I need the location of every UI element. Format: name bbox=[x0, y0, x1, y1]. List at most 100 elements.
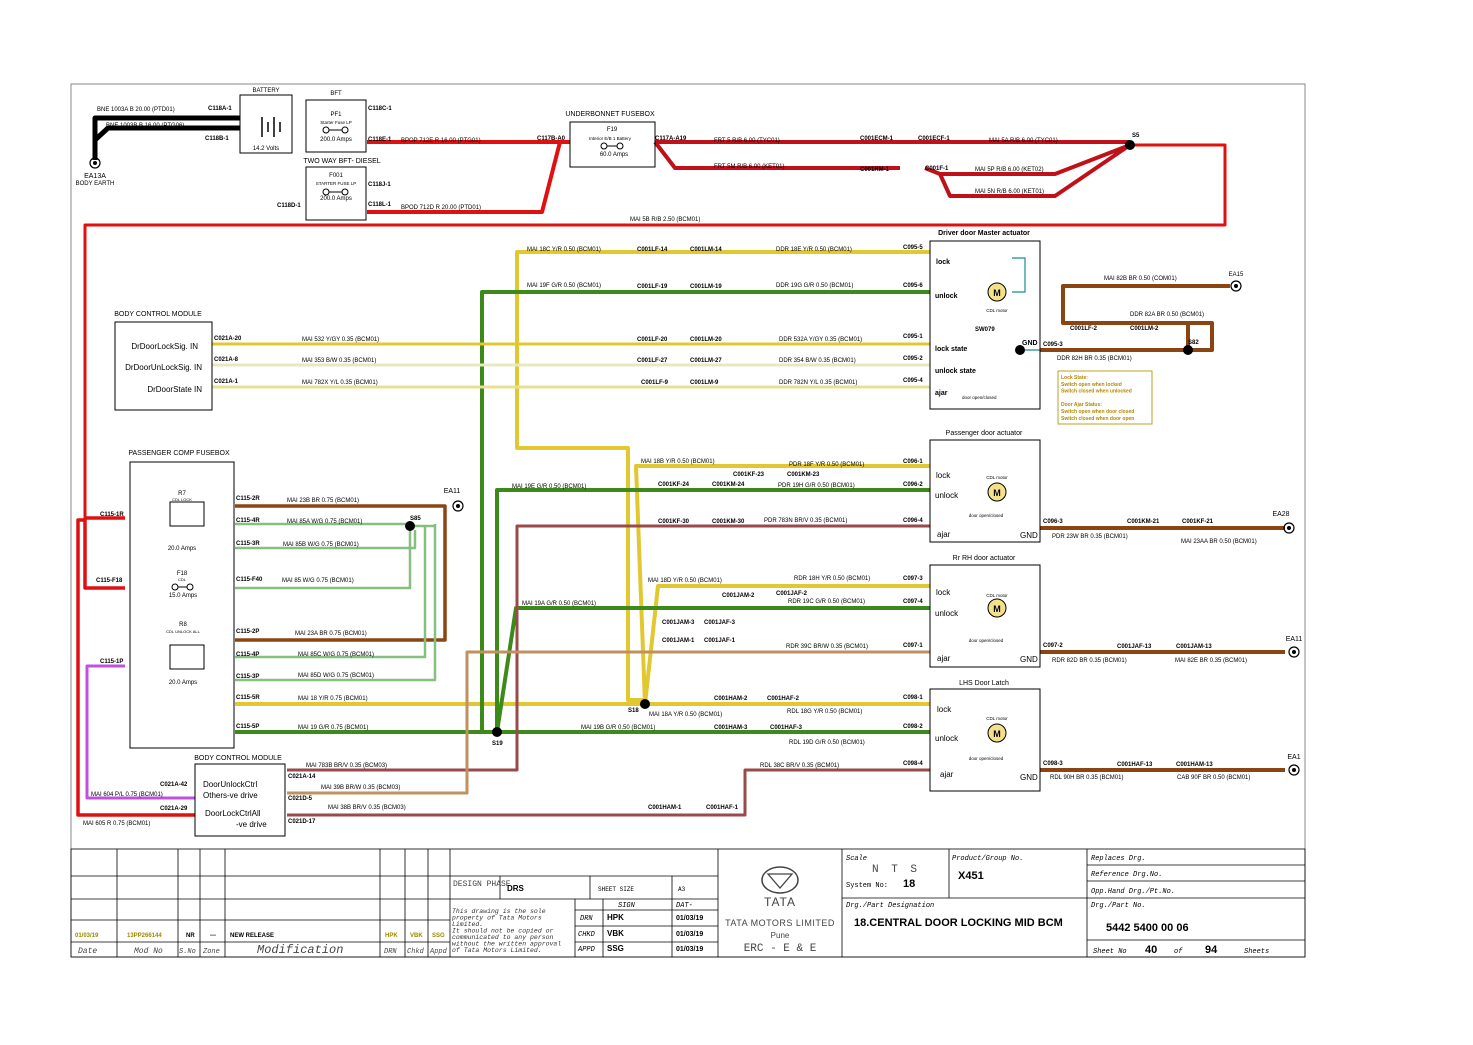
wire-label: RDR 39C BR/W 0.35 (BCM01) bbox=[786, 644, 868, 650]
bft-diesel-title: TWO WAY BFT- DIESEL bbox=[303, 158, 380, 165]
sheets-label: Sheets bbox=[1244, 948, 1269, 956]
note-line: Lock State: bbox=[1061, 375, 1088, 381]
splice-s19 bbox=[492, 727, 502, 737]
wire-label: RDL 18G Y/R 0.50 (BCM01) bbox=[787, 709, 862, 715]
ground-label: EA15 bbox=[1229, 272, 1244, 278]
connector-label: C001KF-21 bbox=[1182, 519, 1214, 525]
sheet-size-value: A3 bbox=[678, 886, 686, 893]
door-open-label: door open/closed bbox=[962, 395, 997, 400]
connector-label: C115-F18 bbox=[96, 578, 123, 584]
wire-label: MAI 353 B/W 0.35 (BCM01) bbox=[302, 358, 376, 364]
actuator-pin: C098-4 bbox=[903, 761, 923, 767]
pcf-title: PASSENGER COMP FUSEBOX bbox=[128, 450, 230, 457]
drn-row-label: DRN bbox=[580, 915, 593, 923]
connector-label: C021A-1 bbox=[214, 379, 239, 385]
connector-label: C118E-1 bbox=[368, 137, 392, 143]
wire-label: MAI 85B W/G 0.75 (BCM01) bbox=[283, 542, 359, 548]
department: ERC - E & E bbox=[744, 943, 817, 955]
wire-712d-bpod bbox=[367, 141, 562, 214]
connector-label: C001JAM-3 bbox=[662, 620, 695, 626]
connector-label: C001HAM-13 bbox=[1176, 762, 1213, 768]
battery-volts: 14.2 Volts bbox=[253, 146, 279, 152]
pin-label: lock bbox=[936, 588, 951, 597]
chkd-sign: VBK bbox=[607, 929, 624, 938]
wire-label: FRT 5 R/B 6.00 (TYC01) bbox=[714, 138, 780, 144]
fusebox-pin: C115-3R bbox=[236, 541, 260, 547]
ground-lug-ea11-b bbox=[1288, 646, 1300, 658]
wire-label: MAI 38B BR/V 0.35 (BCM03) bbox=[328, 805, 406, 811]
pin-label: unlock bbox=[935, 734, 959, 743]
product-group-label: Product/Group No. bbox=[952, 855, 1023, 863]
company-name: TATA MOTORS LIMITED bbox=[725, 918, 835, 928]
wire-label: MAI 82E BR 0.35 (BCM01) bbox=[1175, 658, 1247, 664]
connector-label: C118J-1 bbox=[368, 182, 391, 188]
rev-drn: HPK bbox=[385, 933, 398, 939]
wire-label: RDL 90H BR 0.35 (BCM01) bbox=[1050, 775, 1123, 781]
ground-lug-ea11-a bbox=[452, 500, 464, 512]
wire-mai-604 bbox=[85, 664, 195, 800]
bcm2-line: DoorLockCtrlAll bbox=[205, 809, 261, 818]
connector-label: C001HAM-2 bbox=[714, 696, 748, 702]
wire-label: MAI 532 Y/GY 0.35 (BCM01) bbox=[302, 337, 379, 343]
wire-85-w-g bbox=[235, 522, 437, 682]
wire-label: MAI 85C W/G 0.75 (BCM01) bbox=[298, 652, 374, 658]
splice-s18 bbox=[640, 699, 650, 709]
wire-label: MAI 19 G/R 0.75 (BCM01) bbox=[298, 725, 368, 731]
relay-label: R8 bbox=[179, 622, 187, 628]
connector-label: C021A-20 bbox=[214, 336, 242, 342]
wire-label: MAI 23A BR 0.75 (BCM01) bbox=[295, 631, 367, 637]
actuator-pin: C095-5 bbox=[903, 245, 923, 251]
wire-label: MAI 18B Y/R 0.50 (BCM01) bbox=[641, 459, 715, 465]
wire-label: RDR 19C G/R 0.50 (BCM01) bbox=[788, 599, 865, 605]
wire-label: CAB 90F BR 0.50 (BCM01) bbox=[1177, 775, 1250, 781]
connector-label: C001KM-24 bbox=[712, 482, 745, 488]
actuator-pin: C098-1 bbox=[903, 695, 923, 701]
splice-label: S18 bbox=[628, 708, 639, 714]
switch-label: SW079 bbox=[975, 327, 995, 333]
actuator-pin: C096-1 bbox=[903, 459, 923, 465]
connector-label: C021A-14 bbox=[288, 774, 316, 780]
ground-label: EA11 bbox=[444, 488, 461, 495]
drn-sign: HPK bbox=[607, 913, 624, 922]
relay-label: R7 bbox=[178, 491, 186, 497]
connector-label: C001LM-14 bbox=[690, 247, 722, 253]
pin-label: lock bbox=[936, 259, 950, 266]
connector-label: C001ECM-1 bbox=[860, 136, 894, 142]
door-open-label: door open/closed bbox=[969, 756, 1004, 761]
lhs-latch-title: LHS Door Latch bbox=[959, 680, 1009, 687]
property-notice: without the written approval bbox=[452, 941, 561, 948]
connector-label: C001LF-27 bbox=[637, 358, 668, 364]
wire-label: DDR 82H BR 0.35 (BCM01) bbox=[1057, 356, 1132, 362]
svg-text:M: M bbox=[993, 488, 1001, 498]
pin-label: lock bbox=[937, 705, 952, 714]
wire-label: DDR 18E Y/R 0.50 (BCM01) bbox=[776, 247, 852, 253]
scale-value: N T S bbox=[872, 864, 920, 876]
rrh-actuator-title: Rr RH door actuator bbox=[953, 555, 1016, 562]
pass-actuator-title: Passenger door actuator bbox=[946, 430, 1023, 437]
splice-s82 bbox=[1183, 345, 1193, 355]
connector-label: C118C-1 bbox=[368, 106, 392, 112]
splice-label: S19 bbox=[492, 741, 503, 747]
part-designation-label: Drg./Part Designation bbox=[846, 902, 934, 910]
ground-label: EA28 bbox=[1272, 511, 1289, 518]
sheet-of-label: of bbox=[1174, 948, 1183, 956]
motor-label: CDL motor bbox=[986, 716, 1008, 721]
fuse-desc: STARTER FUSE LP bbox=[316, 181, 357, 186]
wire-frt-5m bbox=[653, 140, 900, 170]
wire-mai-5p-5n bbox=[924, 143, 1132, 198]
sign-header: SIGN bbox=[618, 902, 636, 910]
connector-label: C118A-1 bbox=[208, 106, 232, 112]
header-date: Date bbox=[78, 947, 97, 956]
actuator-pin: C097-4 bbox=[903, 599, 923, 605]
connector-label: C001LF-14 bbox=[637, 247, 668, 253]
bcm-title: BODY CONTROL MODULE bbox=[114, 311, 202, 318]
wire-mai-5b bbox=[83, 143, 1227, 518]
ground-lug-ea28 bbox=[1283, 522, 1295, 534]
actuator-pin: C097-2 bbox=[1043, 643, 1063, 649]
connector-label: C021D-17 bbox=[288, 819, 316, 825]
door-open-label: door open/closed bbox=[969, 513, 1004, 518]
wire-label: BNE 1003B B 16.00 (PTG06) bbox=[106, 123, 184, 129]
wire-label: MAI 5N R/B 6.00 (KET01) bbox=[975, 189, 1044, 195]
title-block-grid bbox=[70, 848, 1306, 958]
